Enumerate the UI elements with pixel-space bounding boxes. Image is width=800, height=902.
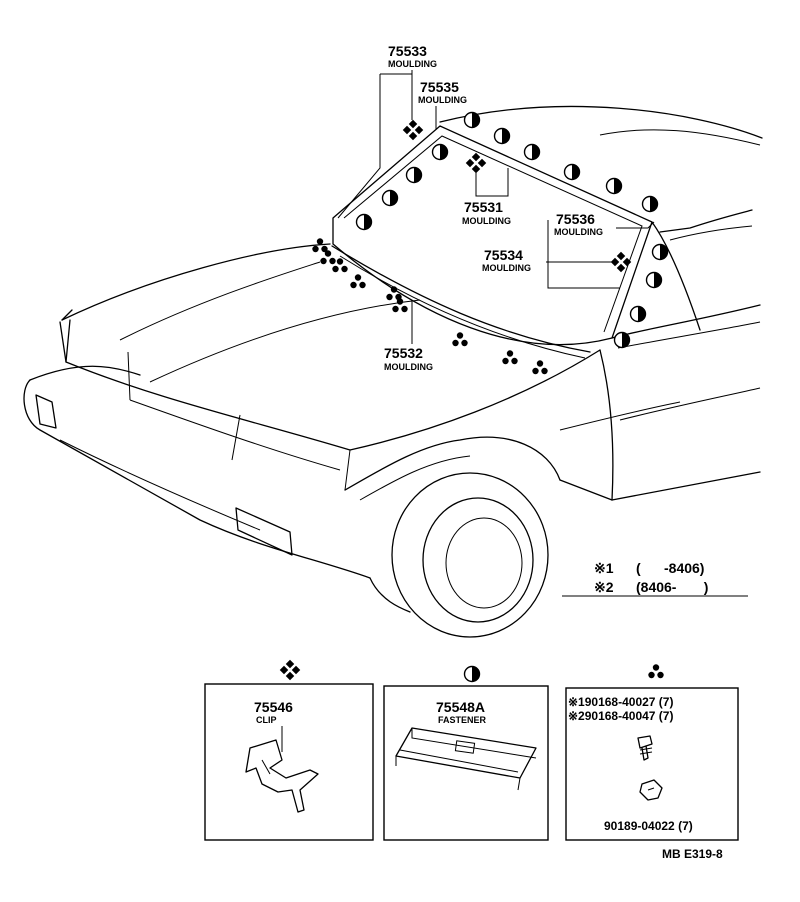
callout-75531: 75531 MOULDING [462,168,511,226]
callout-75532: 75532 MOULDING [384,300,433,372]
legend-mark-2: ※2 [594,579,614,595]
legend-range-1: ( -8406) [636,560,704,576]
part-name: MOULDING [462,216,511,226]
callout-75534: 75534 MOULDING [482,247,612,273]
production-date-legend: ※1 ( -8406) ※2 (8406- ) [562,560,748,597]
part-name: FASTENER [438,715,487,725]
part-name: MOULDING [384,362,433,372]
screw-detail-box: ※190168-40027 (7) ※290168-40047 (7) 9018… [565,664,739,841]
screw-part-2: ※290168-40047 (7) [568,709,673,723]
part-number: 75533 [388,43,427,59]
callout-75535: 75535 MOULDING [418,79,467,130]
part-number: 75546 [254,699,293,715]
part-number: 75536 [556,211,595,227]
fastener-detail-box: 75548A FASTENER [383,665,549,841]
part-number: 75548A [436,699,485,715]
part-number: 75532 [384,345,423,361]
callout-75533: 75533 MOULDING [337,43,437,219]
part-number: 75535 [420,79,459,95]
part-name: MOULDING [418,95,467,105]
screw-part-3: 90189-04022 (7) [604,819,693,833]
front-wheel [391,472,549,638]
part-name: MOULDING [388,59,437,69]
figure-code: MB E319-8 [662,847,723,861]
part-name: MOULDING [554,227,603,237]
callout-75536: 75536 MOULDING [547,211,655,289]
car-body-outline [23,105,763,613]
part-number: 75531 [464,199,503,215]
part-number: 75534 [484,247,523,263]
legend-mark-1: ※1 [594,560,614,576]
clip-detail-box: 75546 CLIP [204,659,374,841]
screw-part-1: ※190168-40027 (7) [568,695,673,709]
legend-range-2: (8406- ) [636,579,708,595]
part-name: MOULDING [482,263,531,273]
part-name: CLIP [256,715,277,725]
